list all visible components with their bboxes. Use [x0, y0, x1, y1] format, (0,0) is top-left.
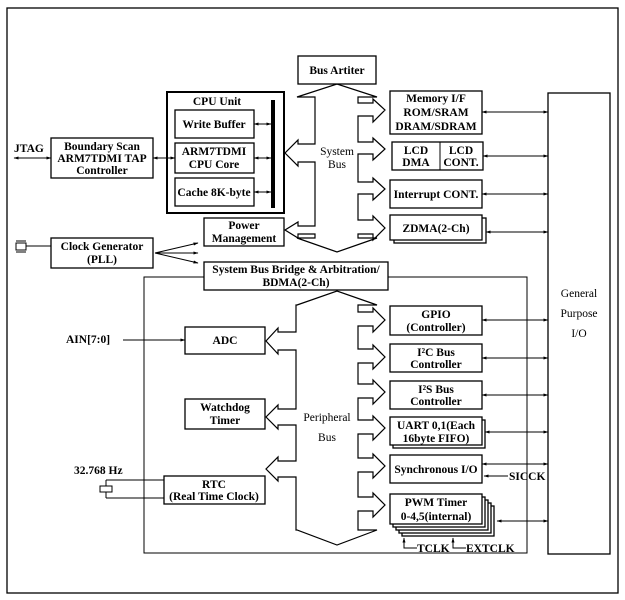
lcd-cont-label-line2: CONT. — [443, 157, 478, 169]
gpio-controller-label-line2: (Controller) — [406, 322, 465, 334]
i2s-label-line1: I²S Bus — [418, 384, 454, 396]
interrupt-controller-block: Interrupt CONT. — [389, 179, 483, 209]
uart-label-line2: 16byte FIFO) — [403, 433, 470, 445]
power-management-label-line1: Power — [228, 220, 259, 232]
i2c-label-line1: I²C Bus — [417, 347, 455, 359]
interrupt-controller-label: Interrupt CONT. — [394, 189, 479, 201]
cache-block — [174, 177, 255, 207]
peripheral-bus-label-line2: Bus — [318, 432, 336, 444]
memory-if-label-line1: Memory I/F — [406, 93, 466, 105]
memory-if-label-line2: ROM/SRAM — [403, 107, 468, 119]
crystal-frequency-label: 32.768 Hz — [74, 465, 123, 477]
general-purpose-io-block: General Purpose I/O — [547, 92, 611, 555]
clock-generator-block: Clock Generator (PLL) — [50, 237, 154, 269]
uart-block: UART 0,1(Each 16byte FIFO) — [389, 416, 486, 449]
bus-bridge-label-line1: System Bus Bridge & Arbitration/ — [212, 264, 380, 276]
jtag-label: JTAG — [14, 143, 44, 155]
memory-if-label-line3: DRAM/SDRAM — [395, 121, 476, 133]
peripheral-bus: Peripheral Bus — [265, 290, 386, 546]
pwm-label-line1: PWM Timer — [405, 497, 468, 509]
system-bus-label-line1: System — [320, 146, 354, 158]
lcd-cont-label-line1: LCD — [449, 145, 473, 157]
lcd-dma-label-line1: LCD — [404, 145, 428, 157]
cpu-unit-label: CPU Unit — [193, 96, 241, 108]
i2s-controller-block: I²S Bus Controller — [389, 380, 483, 410]
clock-generator-label-line2: (PLL) — [87, 254, 117, 266]
bus-arbiter-block: Bus Artiter — [297, 55, 377, 85]
gpio-controller-label-line1: GPIO — [421, 309, 450, 321]
bus-bridge-label-line2: BDMA(2-Ch) — [262, 277, 329, 289]
ain-label: AIN[7:0] — [66, 334, 110, 346]
pwm-timer-block: PWM Timer 0-4,5(internal) — [389, 493, 495, 537]
adc-label: ADC — [213, 335, 238, 347]
lcd-dma-label-line2: DMA — [402, 157, 430, 169]
gpio-main-label-line2: Purpose — [560, 308, 597, 320]
watchdog-label-line2: Timer — [210, 415, 240, 427]
power-management-label-line2: Management — [212, 233, 277, 245]
rtc-label-line1: RTC — [202, 479, 226, 491]
pwm-label-line2: 0-4,5(internal) — [401, 511, 472, 523]
watchdog-label-line1: Watchdog — [200, 402, 250, 414]
write-buffer-label: Write Buffer — [182, 119, 245, 131]
sio-label: Synchronous I/O — [394, 464, 477, 476]
rtc-crystal-icon — [99, 479, 164, 499]
memory-if-block: Memory I/F ROM/SRAM DRAM/SDRAM — [389, 90, 483, 135]
write-buffer-block — [174, 109, 255, 139]
synchronous-io-block: Synchronous I/O — [389, 454, 483, 484]
clock-generator-label-line1: Clock Generator — [61, 241, 144, 253]
i2c-controller-block: I²C Bus Controller — [389, 343, 483, 373]
bus-bridge-block: System Bus Bridge & Arbitration/ BDMA(2-… — [203, 261, 389, 291]
gpio-main-label-line1: General — [561, 288, 597, 300]
system-bus-label-line2: Bus — [328, 159, 346, 171]
zdma-label: ZDMA(2-Ch) — [402, 223, 469, 235]
boundary-scan-label-line2: ARM7TDMI TAP — [57, 153, 146, 165]
cache-label: Cache 8K-byte — [177, 187, 250, 199]
rtc-label-line2: (Real Time Clock) — [169, 491, 259, 503]
lcd-block: LCD DMA LCD CONT. — [391, 141, 484, 171]
uart-label-line1: UART 0,1(Each — [397, 420, 476, 432]
cpu-core-label-line1: ARM7TDMI — [182, 146, 247, 158]
gpio-controller-block: GPIO (Controller) — [389, 305, 483, 336]
i2c-label-line2: Controller — [410, 359, 462, 371]
outer-frame — [6, 7, 619, 594]
sicck-label: SICCK — [509, 471, 545, 483]
cpu-core-label-line2: CPU Core — [189, 159, 240, 171]
crystal-icon — [15, 240, 51, 253]
system-bus: System Bus — [283, 83, 386, 253]
cpu-internal-bus — [271, 100, 275, 208]
boundary-scan-label-line3: Controller — [76, 165, 128, 177]
watchdog-timer-block: Watchdog Timer — [184, 398, 266, 430]
zdma-block: ZDMA(2-Ch) — [389, 214, 487, 244]
peripheral-bus-label-line1: Peripheral — [303, 412, 350, 424]
boundary-scan-label-line1: Boundary Scan — [64, 141, 140, 153]
i2s-label-line2: Controller — [410, 396, 462, 408]
bus-arbiter-label: Bus Artiter — [309, 65, 364, 77]
adc-block: ADC — [184, 326, 266, 355]
boundary-scan-block: Boundary Scan ARM7TDMI TAP Controller — [50, 137, 154, 179]
rtc-block: RTC (Real Time Clock) — [163, 475, 266, 505]
tclk-label: TCLK — [417, 543, 450, 555]
extclk-label: EXTCLK — [466, 543, 515, 555]
gpio-main-label-line3: I/O — [571, 328, 586, 340]
cpu-unit-block: CPU Unit Write Buffer ARM7TDMI CPU Core … — [166, 91, 285, 214]
power-management-block: Power Management — [203, 217, 285, 247]
